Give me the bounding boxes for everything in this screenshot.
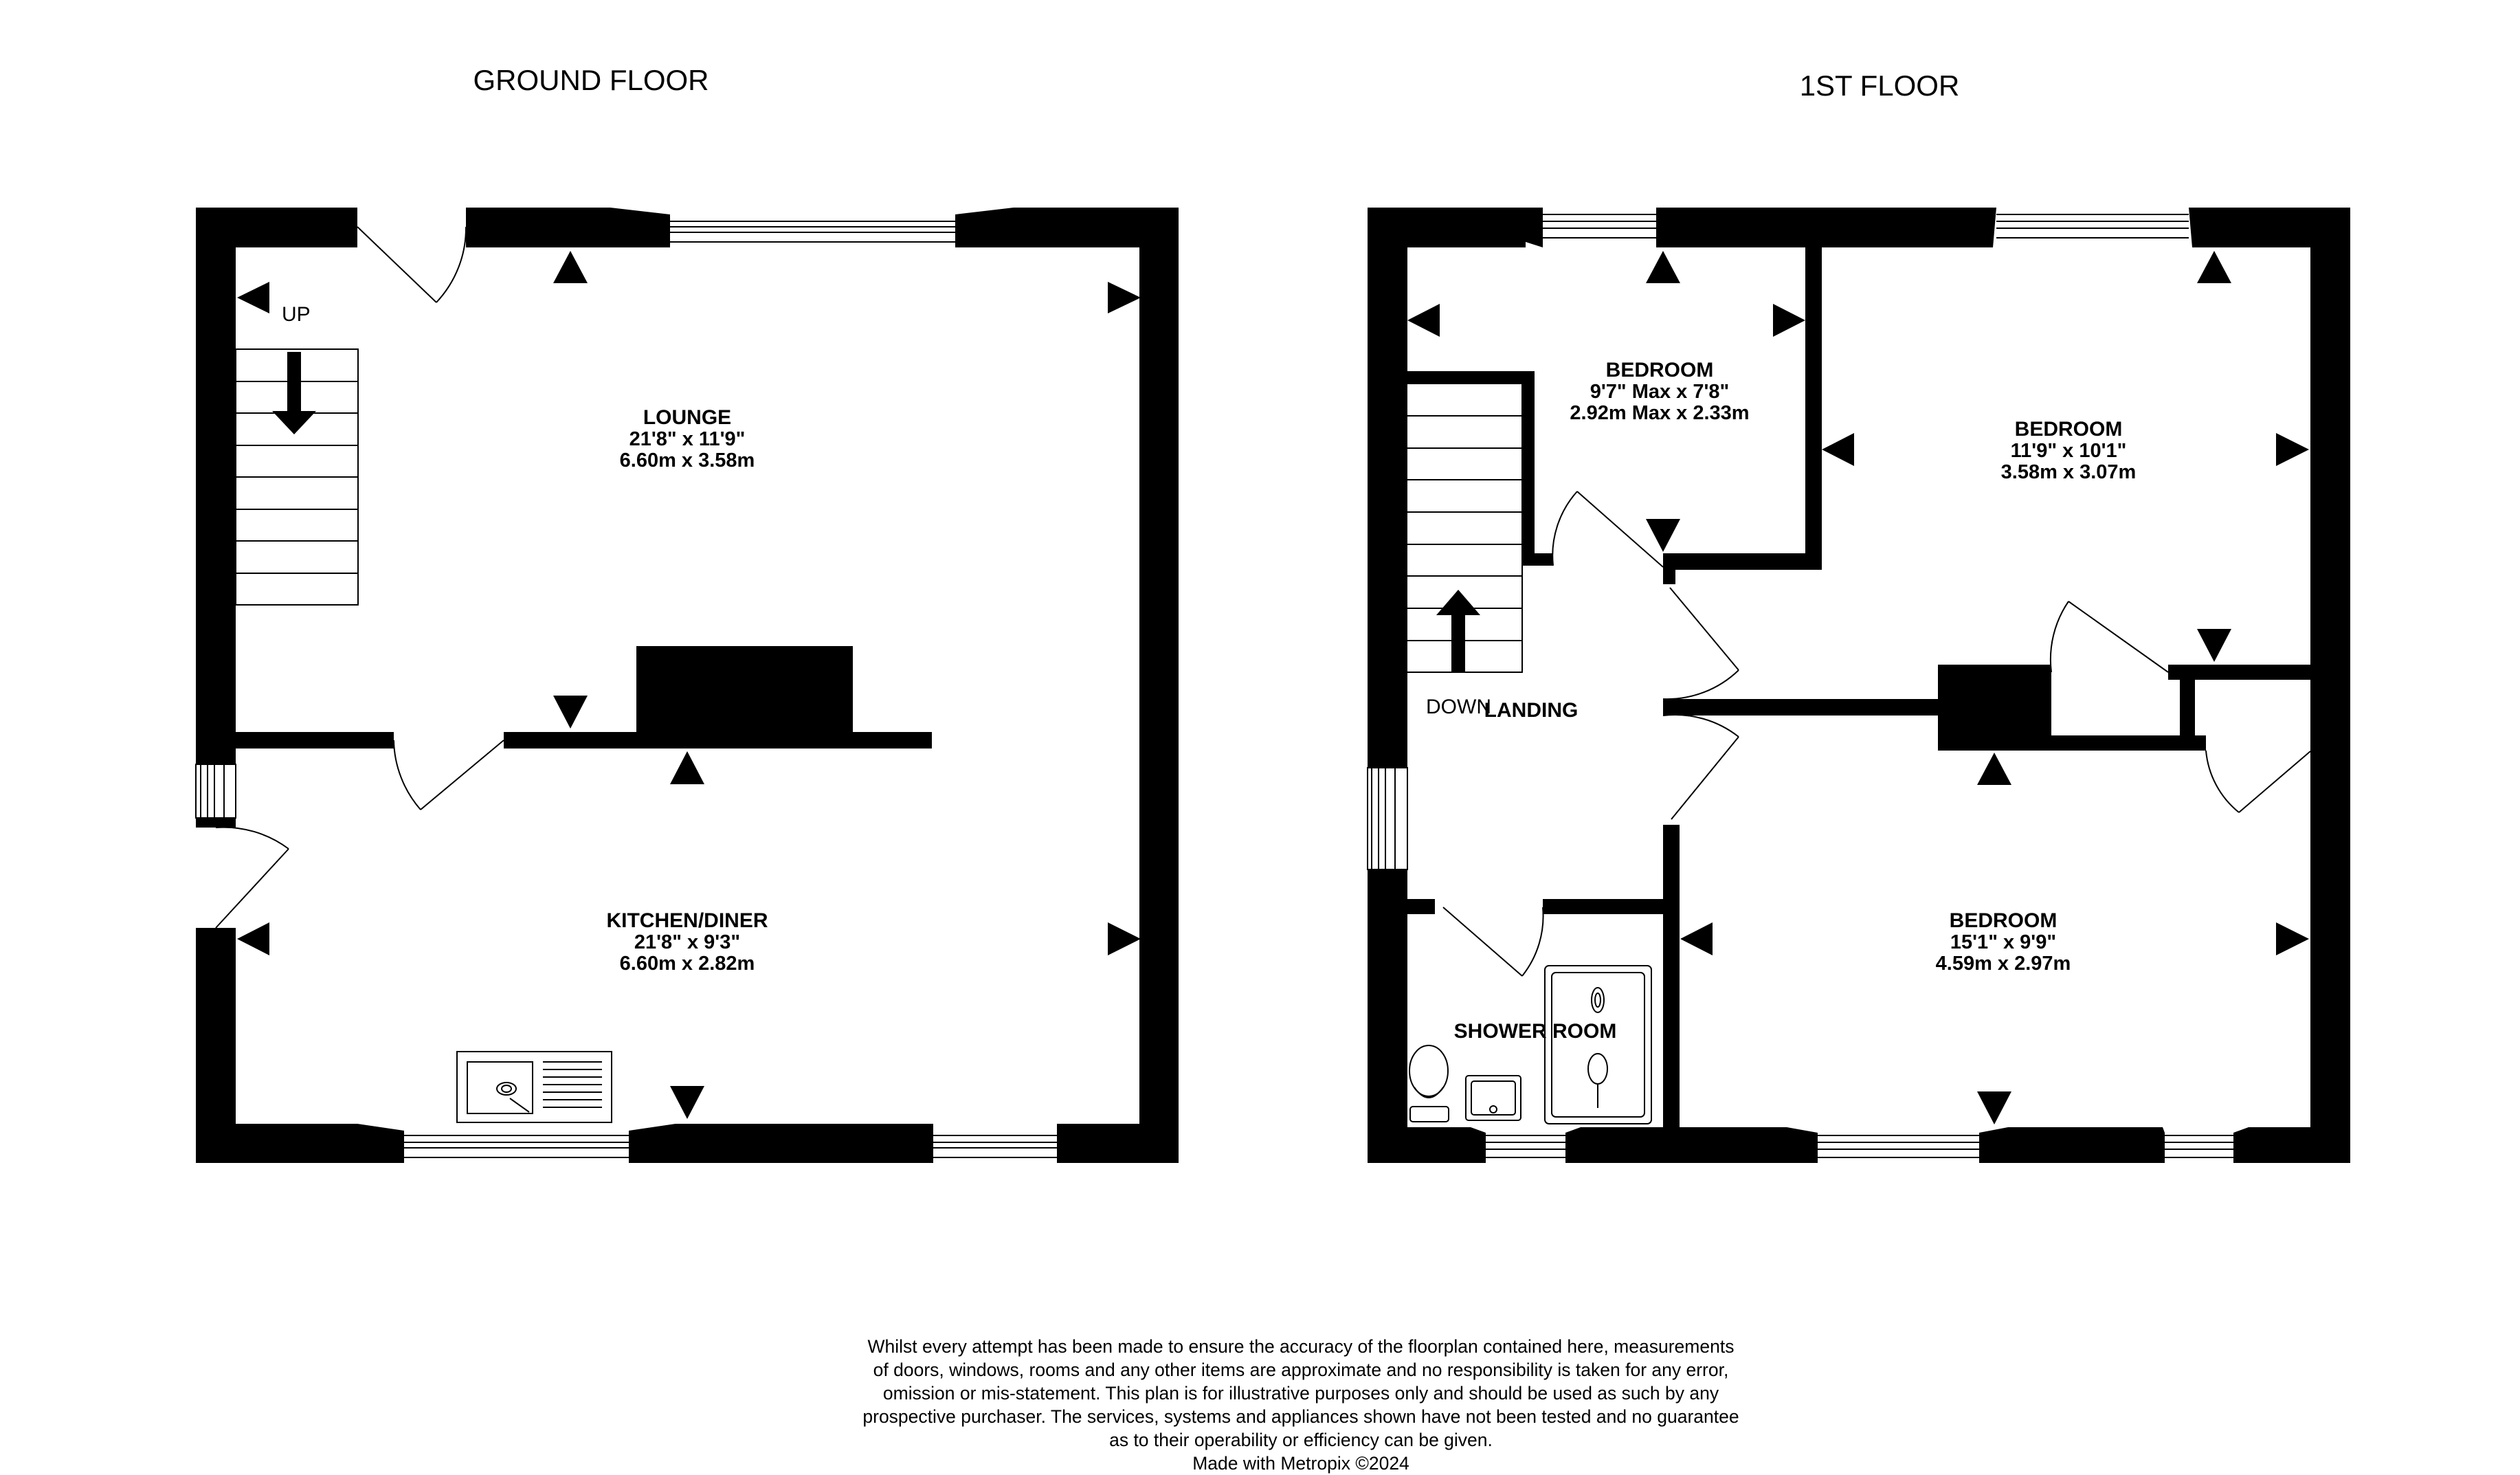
bedroom-right-label: BEDROOM 11'9" x 10'1" 3.58m x 3.07m: [2001, 418, 2137, 483]
disclaimer-line: Whilst every attempt has been made to en…: [867, 1336, 1735, 1357]
dimension-marker-icon: [2197, 251, 2231, 283]
bedroom-bottom-name: BEDROOM: [1950, 909, 2058, 932]
bedroom-bottom-label: BEDROOM 15'1" x 9'9" 4.59m x 2.97m: [1936, 909, 2071, 975]
ground-floor-doors: [215, 226, 504, 929]
dimension-marker-icon: [1822, 433, 1854, 466]
kitchen-dimensions-imperial: 21'8" x 9'3": [634, 931, 740, 953]
bedroom-small-label: BEDROOM 9'7" Max x 7'8" 2.92m Max x 2.33…: [1570, 359, 1749, 424]
first-floor-staircase: [1394, 383, 1523, 673]
metropix-credit: Made with Metropix ©2024: [1192, 1453, 1409, 1474]
dimension-marker-icon: [553, 696, 588, 729]
dimension-marker-icon: [237, 922, 269, 955]
dimension-marker-icon: [1680, 922, 1713, 955]
dimension-marker-icon: [1977, 753, 2011, 785]
lounge-name: LOUNGE: [643, 406, 731, 429]
landing-name: LANDING: [1484, 699, 1579, 722]
ground-floor-kitchen-sink: [456, 1051, 612, 1123]
kitchen-label: KITCHEN/DINER 21'8" x 9'3" 6.60m x 2.82m: [606, 909, 768, 975]
first-floor-plan: 1ST FLOOR: [1367, 69, 2350, 1163]
ground-floor-staircase: [235, 348, 359, 606]
first-floor-dimension-markers: [1407, 251, 2309, 1124]
bedroom-small-dimensions-imperial: 9'7" Max x 7'8": [1590, 381, 1730, 403]
dimension-marker-icon: [1977, 1091, 2011, 1124]
disclaimer-line: as to their operability or efficiency ca…: [1109, 1430, 1493, 1450]
disclaimer-line: omission or mis-statement. This plan is …: [882, 1383, 1719, 1404]
bedroom-bottom-dimensions-metric: 4.59m x 2.97m: [1936, 953, 2071, 975]
dimension-marker-icon: [1646, 519, 1680, 552]
ground-floor-dimension-markers: [237, 251, 1141, 1119]
ground-floor-walls: [196, 208, 1179, 1163]
dimension-marker-icon: [1108, 282, 1141, 313]
bedroom-right-dimensions-imperial: 11'9" x 10'1": [2011, 440, 2127, 462]
first-floor-walls: [1368, 208, 2350, 1163]
shower-room-fixtures: [1409, 965, 1652, 1124]
lounge-dimensions-imperial: 21'8" x 11'9": [629, 428, 746, 450]
shower-room-name: SHOWER ROOM: [1454, 1020, 1617, 1043]
dimension-marker-icon: [2276, 922, 2309, 955]
dimension-marker-icon: [1108, 922, 1141, 955]
bedroom-small-name: BEDROOM: [1606, 359, 1714, 381]
lounge-dimensions-metric: 6.60m x 3.58m: [620, 450, 755, 472]
first-floor-title: 1ST FLOOR: [1800, 69, 1960, 102]
bedroom-bottom-dimensions-imperial: 15'1" x 9'9": [1950, 931, 2056, 953]
dimension-marker-icon: [2197, 629, 2231, 662]
kitchen-name: KITCHEN/DINER: [606, 909, 768, 932]
ground-floor-plan: GROUND FLOOR: [195, 64, 1179, 1163]
dimension-marker-icon: [1646, 251, 1680, 283]
stair-direction-arrow-icon: [272, 352, 316, 434]
dimension-marker-icon: [553, 251, 588, 283]
dimension-marker-icon: [670, 1086, 704, 1119]
ground-floor-title: GROUND FLOOR: [473, 64, 709, 96]
dimension-marker-icon: [1773, 304, 1805, 337]
bedroom-right-name: BEDROOM: [2015, 418, 2123, 441]
dimension-marker-icon: [237, 282, 269, 313]
dimension-marker-icon: [670, 751, 704, 784]
first-floor-doors: [1442, 491, 2311, 977]
disclaimer-line: of doors, windows, rooms and any other i…: [873, 1360, 1729, 1380]
dimension-marker-icon: [1407, 304, 1440, 337]
lounge-label: LOUNGE 21'8" x 11'9" 6.60m x 3.58m: [620, 406, 755, 472]
kitchen-dimensions-metric: 6.60m x 2.82m: [620, 953, 755, 975]
stair-direction-arrow-icon: [1436, 590, 1480, 672]
disclaimer-line: prospective purchaser. The services, sys…: [862, 1406, 1739, 1427]
first-floor-windows: [1367, 214, 2233, 1158]
ground-floor-windows: [195, 221, 1057, 1158]
bedroom-right-dimensions-metric: 3.58m x 3.07m: [2001, 461, 2137, 483]
disclaimer: Whilst every attempt has been made to en…: [813, 1335, 1789, 1475]
dimension-marker-icon: [2276, 433, 2309, 466]
stair-up-label: UP: [282, 303, 311, 326]
stair-down-label: DOWN: [1426, 696, 1491, 718]
bedroom-small-dimensions-metric: 2.92m Max x 2.33m: [1570, 402, 1749, 424]
